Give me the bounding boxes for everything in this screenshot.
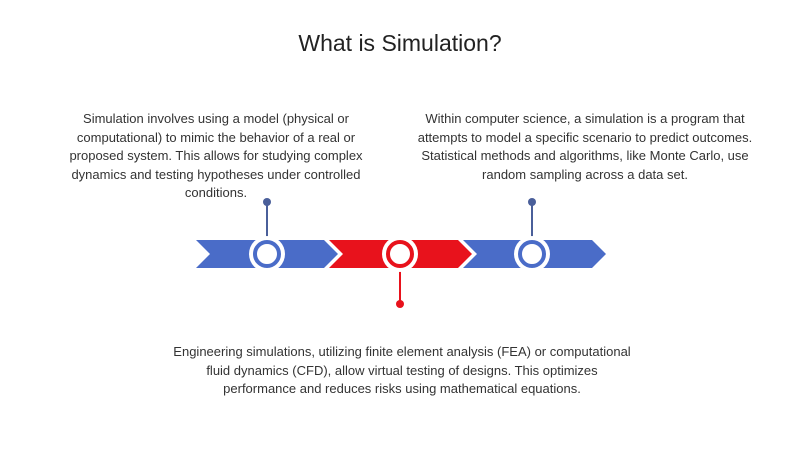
text-block-engineering: Engineering simulations, utilizing finit… [173, 344, 631, 396]
text-block-computer-science: Within computer science, a simulation is… [417, 111, 753, 182]
milestone-ring-2-inner [386, 240, 414, 268]
pin-dot-1 [263, 198, 271, 206]
milestone-ring-3-inner [518, 240, 546, 268]
milestone-ring-1-inner [253, 240, 281, 268]
slide-title: What is Simulation? [298, 30, 502, 56]
pin-dot-2 [396, 300, 404, 308]
pin-dot-3 [528, 198, 536, 206]
text-block-definition: Simulation involves using a model (physi… [69, 111, 363, 200]
